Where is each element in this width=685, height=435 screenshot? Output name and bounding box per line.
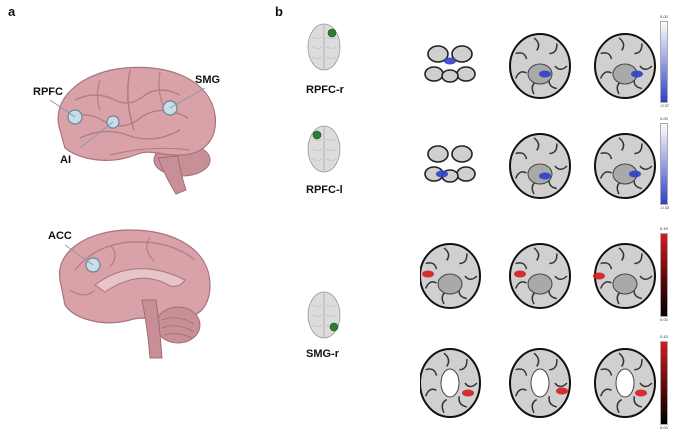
colorbar-3-bottom: 0.00 <box>660 317 668 322</box>
seed-label-smg-r: SMG-r <box>306 348 339 360</box>
ai-label: AI <box>60 154 71 166</box>
seed-label-rpfc-r: RPFC-r <box>306 84 344 96</box>
colorbar-row-1: 0.00 -0.37 <box>660 14 669 108</box>
colorbar-2-gradient <box>660 123 668 205</box>
mri-slice-r4-c2 <box>509 348 571 418</box>
colorbar-4-gradient <box>660 341 668 425</box>
colorbar-row-4: 0.43 0.00 <box>660 334 668 430</box>
mri-slice-r3-c2 <box>509 243 571 309</box>
colorbar-3-top: 0.43 <box>660 226 668 231</box>
lateral-brain-illustration <box>40 60 230 200</box>
mri-slice-r3-c3 <box>593 243 656 309</box>
mri-slice-r1-c1 <box>424 45 476 83</box>
brain-slice-grid <box>420 18 660 428</box>
mri-slice-r3-c1 <box>420 243 481 309</box>
activation-cluster <box>593 272 605 280</box>
panel-b-letter: b <box>275 4 283 19</box>
activation-cluster <box>631 70 643 78</box>
colorbar-2-bottom: -0.33 <box>660 205 670 210</box>
rpfc-label: RPFC <box>33 86 63 98</box>
seed-thumbnail-rpfc-r <box>306 22 342 72</box>
colorbar-4-top: 0.43 <box>660 334 668 339</box>
mri-slice-r2-c3 <box>594 133 656 199</box>
colorbar-1-gradient <box>660 21 668 103</box>
mri-slice-r1-c3 <box>594 33 656 99</box>
activation-cluster <box>436 170 448 178</box>
mri-slice-r4-c1 <box>420 348 481 418</box>
activation-cluster <box>444 57 456 65</box>
smg-label: SMG <box>195 74 221 86</box>
activation-cluster <box>422 270 434 278</box>
activation-cluster <box>635 389 647 397</box>
panel-a-letter: a <box>8 4 16 19</box>
activation-cluster <box>514 270 526 278</box>
colorbar-3-gradient <box>660 233 668 317</box>
activation-cluster <box>539 172 551 180</box>
mri-slice-r2-c2 <box>509 133 571 199</box>
medial-brain-illustration <box>50 225 220 360</box>
colorbar-row-3: 0.43 0.00 <box>660 226 668 322</box>
colorbar-4-bottom: 0.00 <box>660 425 668 430</box>
activation-cluster <box>556 387 568 395</box>
seed-thumbnail-smg-r <box>306 290 342 340</box>
mri-slice-r4-c3 <box>594 348 656 418</box>
colorbar-1-bottom: -0.37 <box>660 103 670 108</box>
activation-cluster <box>462 389 474 397</box>
seed-thumbnail-rpfc-l <box>306 124 342 174</box>
colorbar-row-2: 0.00 -0.33 <box>660 116 669 210</box>
colorbar-2-top: 0.00 <box>660 116 668 121</box>
seed-label-rpfc-l: RPFC-l <box>306 184 343 196</box>
activation-cluster <box>539 70 551 78</box>
mri-slice-r1-c2 <box>509 33 571 99</box>
mri-slice-r2-c1 <box>424 145 476 183</box>
acc-label: ACC <box>48 230 72 242</box>
colorbar-1-top: 0.00 <box>660 14 668 19</box>
activation-cluster <box>629 170 641 178</box>
